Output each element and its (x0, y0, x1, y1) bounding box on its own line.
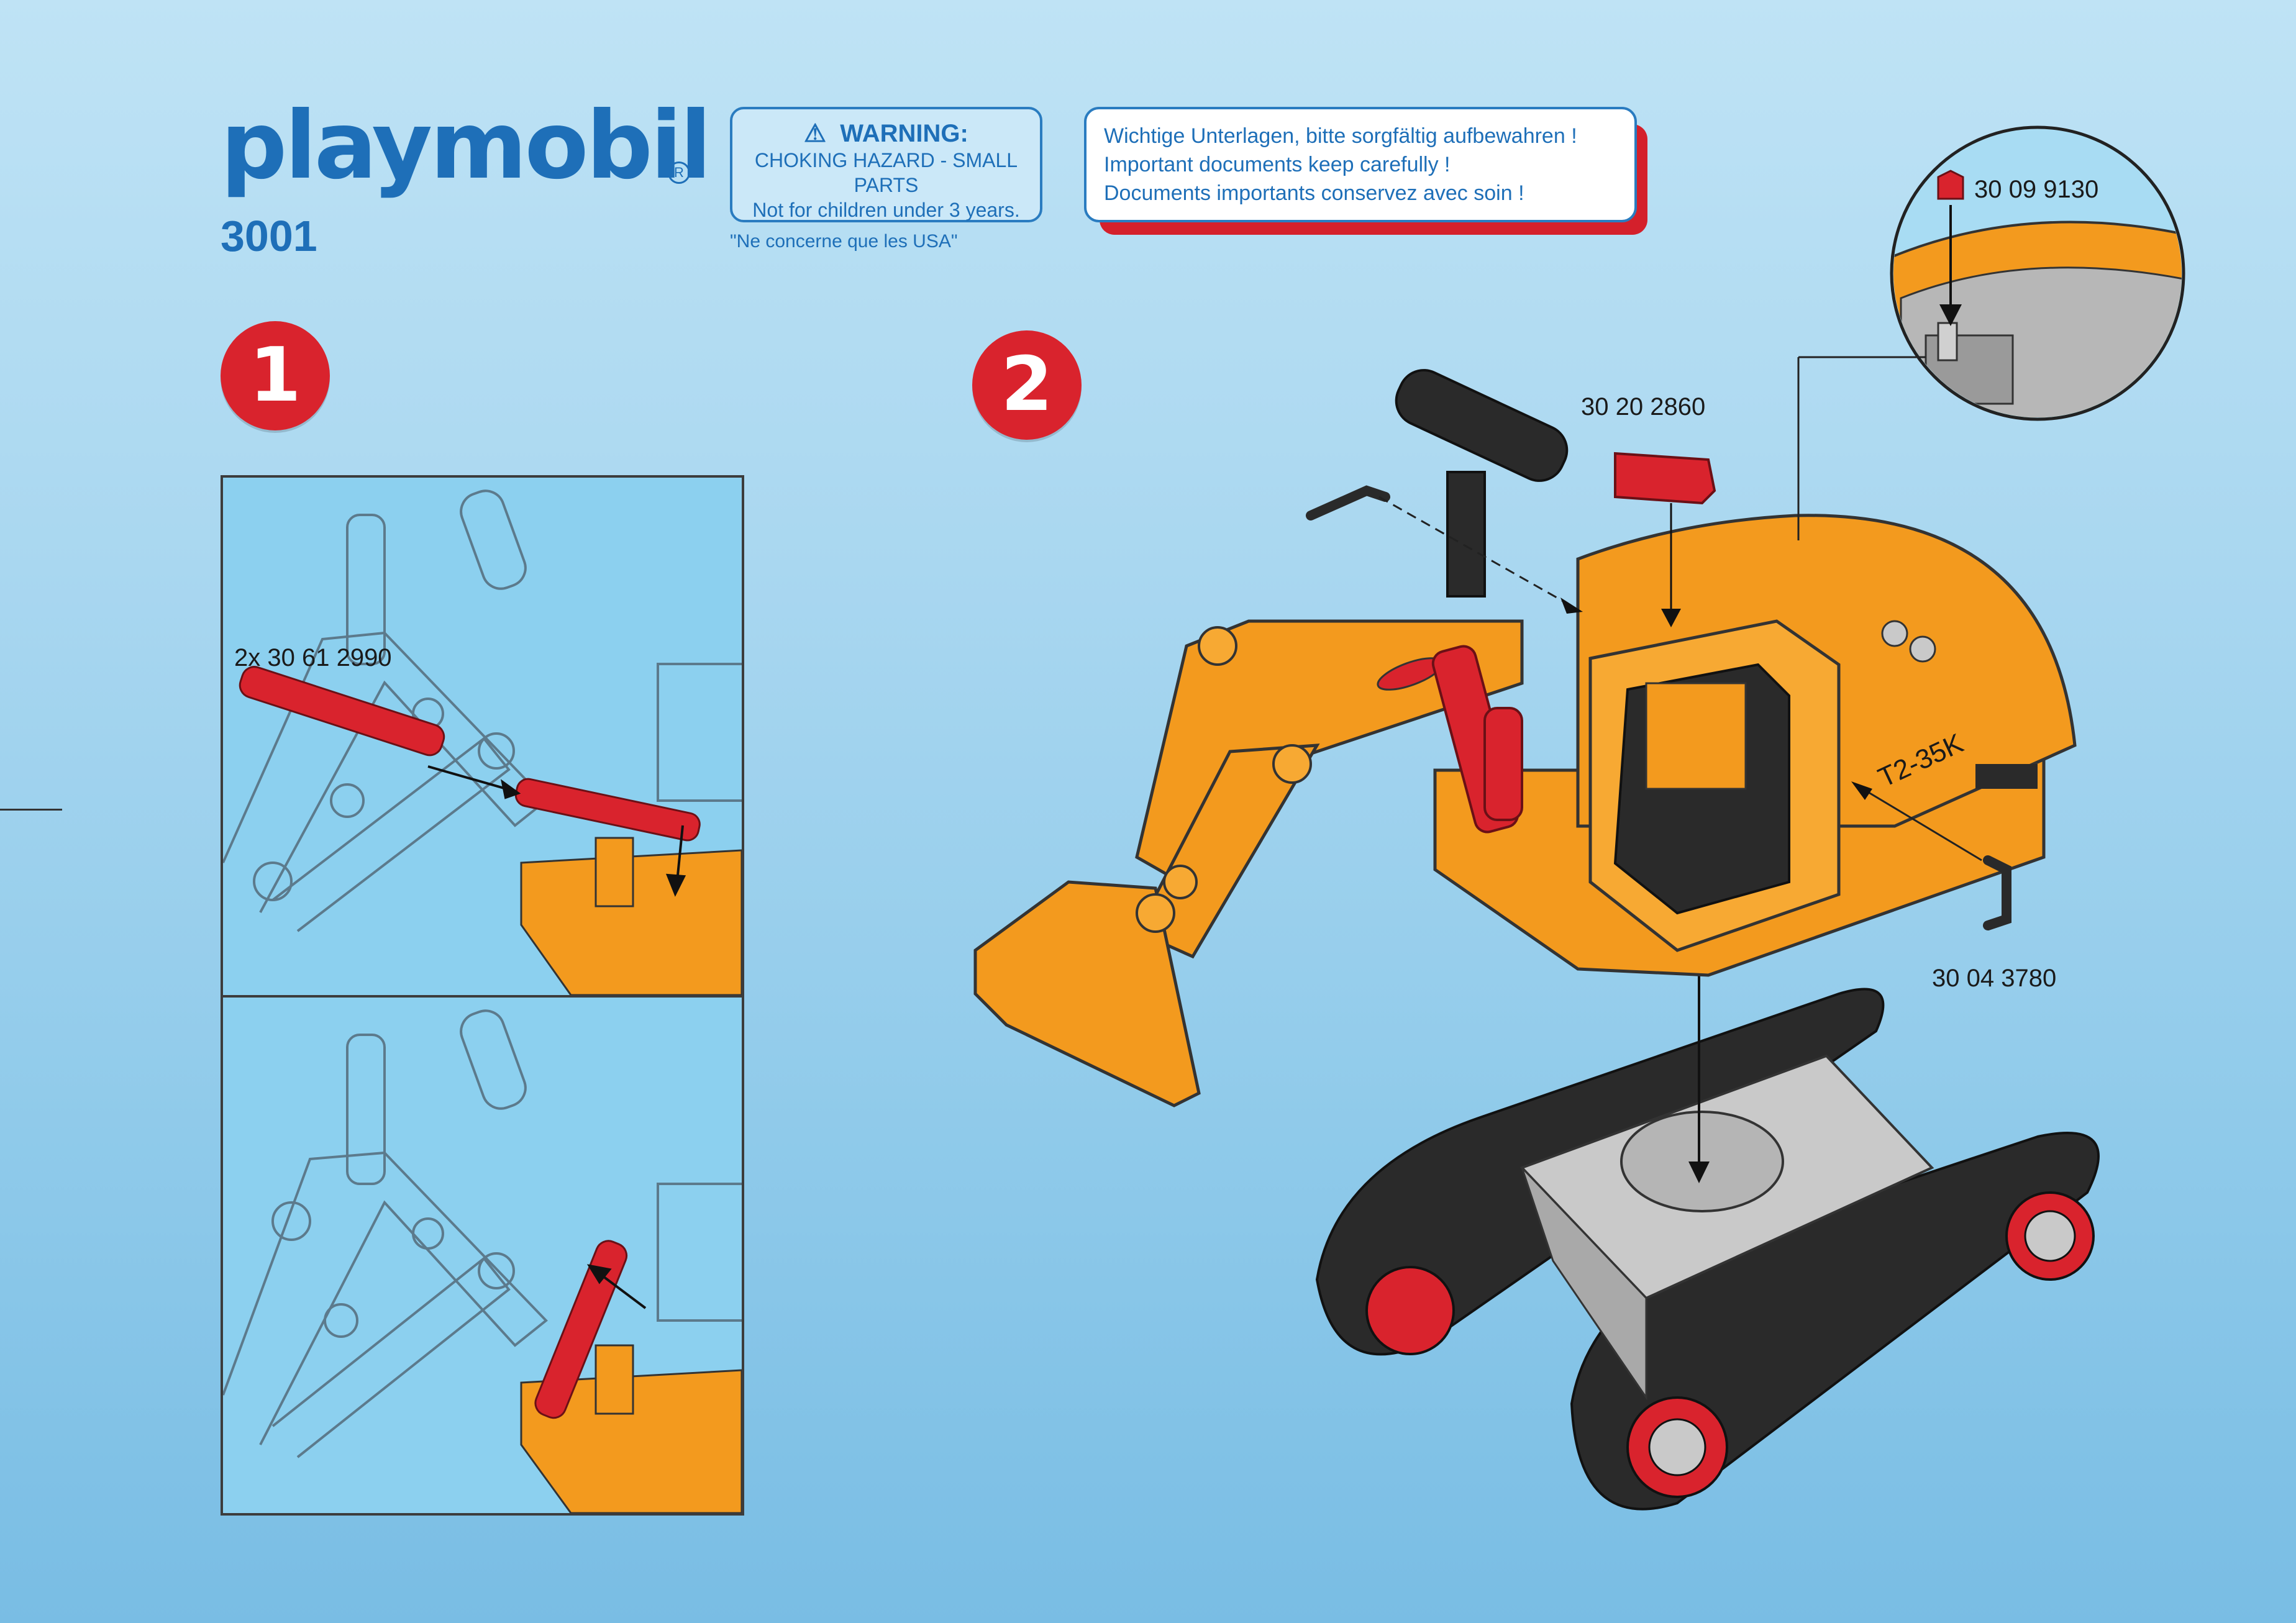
step-1-panel-b (221, 995, 744, 1516)
registered-mark-icon: R (668, 161, 690, 184)
warning-triangle-icon: ⚠ (804, 120, 840, 147)
brand-logo: playmobil R (221, 99, 712, 205)
warning-note: "Ne concerne que les USA" (730, 231, 958, 252)
part-label-cylinder: 2x 30 61 2990 (234, 644, 392, 671)
warning-line-1: CHOKING HAZARD - SMALL PARTS (754, 149, 1018, 196)
undercarriage (1315, 969, 2100, 1511)
arm-illustration-a (223, 489, 742, 995)
part-label-2860: 30 20 2860 (1581, 393, 1706, 421)
step-1-panel-a: 2x 30 61 2990 (221, 475, 744, 998)
brand-name: playmobil (221, 92, 712, 200)
step-2-badge: 2 (972, 330, 1082, 440)
cab-marking: T2-35K (1874, 727, 1968, 794)
fold-mark (0, 809, 62, 811)
documents-line-de: Wichtige Unterlagen, bitte sorgfältig au… (1104, 124, 1577, 148)
excavator-body (1433, 447, 2077, 977)
arm-illustration-b (223, 1009, 742, 1513)
part-label-9130: 30 09 9130 (1974, 176, 2099, 203)
warning-title: ⚠ WARNING: (804, 120, 968, 147)
model-number: 3001 (221, 212, 317, 260)
warning-line-2: Not for children under 3 years. (752, 199, 1020, 221)
documents-line-fr: Documents importants conservez avec soin… (1104, 181, 1524, 205)
documents-box: Wichtige Unterlagen, bitte sorgfältig au… (1084, 107, 1637, 222)
small-parts (1306, 452, 2011, 930)
warning-box: ⚠ WARNING: CHOKING HAZARD - SMALL PARTS … (730, 107, 1042, 222)
documents-line-en: Important documents keep carefully ! (1104, 153, 1451, 176)
part-label-3780: 30 04 3780 (1932, 965, 2057, 992)
excavator-arm (973, 369, 1569, 1107)
step-1-badge: 1 (221, 321, 330, 430)
